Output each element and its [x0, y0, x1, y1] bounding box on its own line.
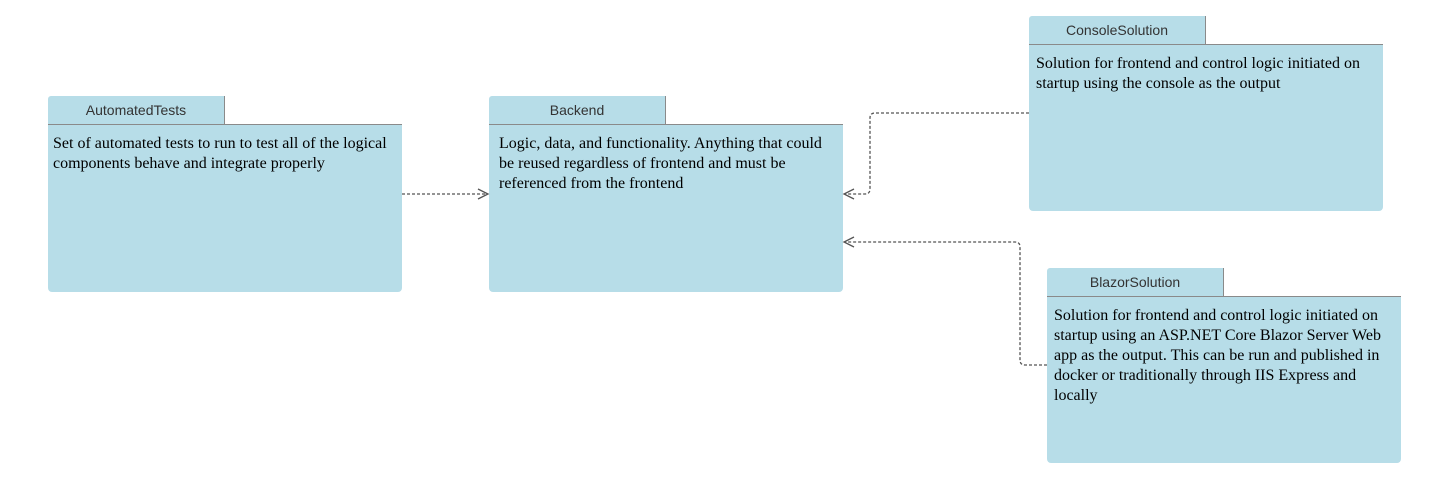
arrowhead-blazor-to-backend — [842, 236, 855, 248]
package-tab: Backend — [489, 96, 666, 124]
arrowhead-automated-to-backend — [477, 188, 490, 200]
package-description: Set of automated tests to run to test al… — [53, 135, 387, 172]
package-description: Logic, data, and functionality. Anything… — [499, 135, 822, 192]
package-title: Backend — [549, 102, 605, 118]
package-blazor-solution[interactable]: BlazorSolution Solution for frontend and… — [1047, 268, 1401, 463]
dependency-arrow-console-to-backend[interactable] — [845, 112, 1029, 195]
package-console-solution[interactable]: ConsoleSolution Solution for frontend an… — [1029, 16, 1383, 211]
package-body: Solution for frontend and control logic … — [1029, 44, 1383, 211]
package-title: ConsoleSolution — [1066, 22, 1168, 38]
package-backend[interactable]: Backend Logic, data, and functionality. … — [489, 96, 843, 292]
arrowhead-console-to-backend — [842, 188, 855, 200]
package-title: BlazorSolution — [1089, 274, 1181, 290]
package-tab: AutomatedTests — [48, 96, 225, 124]
package-body: Logic, data, and functionality. Anything… — [489, 124, 843, 292]
package-body: Solution for frontend and control logic … — [1047, 296, 1401, 463]
package-tab: ConsoleSolution — [1029, 16, 1206, 44]
package-description: Solution for frontend and control logic … — [1054, 307, 1381, 404]
package-automated-tests[interactable]: AutomatedTests Set of automated tests to… — [48, 96, 402, 292]
package-title: AutomatedTests — [85, 102, 187, 118]
package-body: Set of automated tests to run to test al… — [48, 124, 402, 292]
package-description: Solution for frontend and control logic … — [1036, 55, 1360, 92]
dependency-arrow-blazor-to-backend[interactable] — [845, 241, 1047, 366]
package-tab: BlazorSolution — [1047, 268, 1224, 296]
